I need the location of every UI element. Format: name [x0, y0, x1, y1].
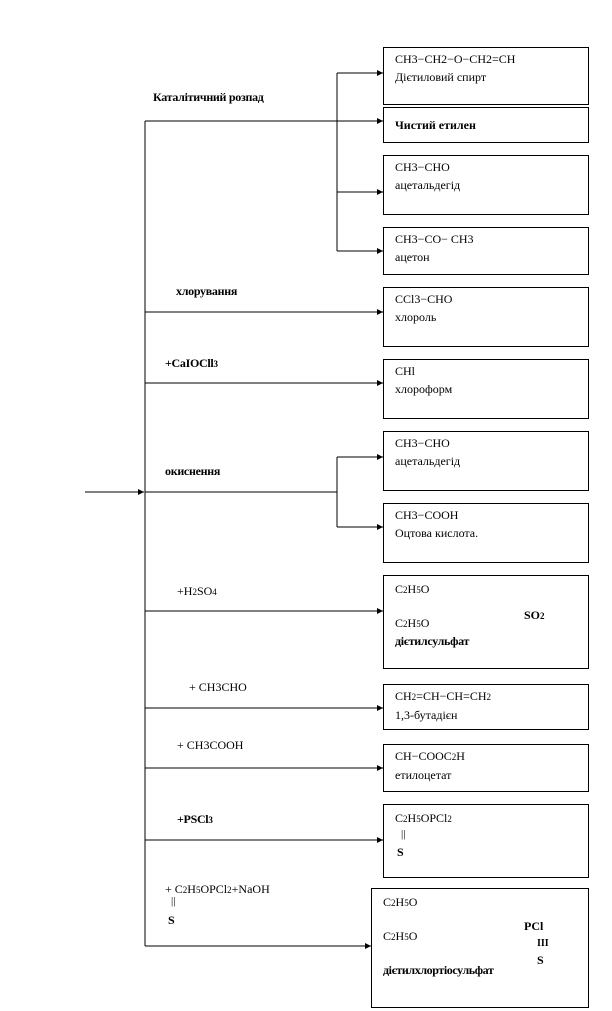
product-box-diethyl-ether: CH3−CH2−O−CH2=CH Дієтиловий спирт — [383, 47, 589, 105]
product-formula-r1: C2H5O — [395, 582, 430, 596]
product-box-diethyl-chlorothiosulfate: C2H5O C2H5O PCl III S дієтилхлортіосульф… — [371, 888, 589, 1008]
product-name: дієтилсульфат — [395, 634, 470, 648]
label-catalytic-decomposition: Каталітичний розпад — [153, 90, 264, 104]
label-oxidation: окиснення — [165, 464, 221, 478]
product-box-diethyl-sulfate: C2H5O C2H5O SO2 дієтилсульфат — [383, 575, 589, 669]
product-bond: || — [401, 828, 406, 840]
product-name: етилоцетат — [395, 768, 452, 782]
product-formula-so2: SO2 — [524, 608, 545, 622]
product-box-ethylene: Чистий етилен — [383, 107, 589, 143]
label-ch3cooh: + CH3COOH — [177, 738, 244, 752]
product-triple-bond: III — [537, 938, 549, 949]
product-box-ethyl-acetate: CH−COOC2H етилоцетат — [383, 744, 589, 792]
product-name: ацетон — [395, 250, 430, 264]
product-formula: CH3−CO− CH3 — [395, 232, 474, 246]
product-formula: CH3−CHO — [395, 436, 450, 450]
product-name: Дієтиловий спирт — [395, 70, 487, 84]
product-formula-r1: C2H5O — [383, 895, 418, 909]
final-reagent-s: S — [168, 913, 175, 927]
label-ch3cho: + CH3CHO — [189, 680, 247, 694]
product-name: дієтилхлортіосульфат — [383, 963, 494, 977]
product-name: хлороформ — [395, 382, 453, 396]
product-formula-r2: C2H5O — [383, 929, 418, 943]
label-pscl: +PSCl3 — [177, 812, 213, 826]
product-name: Оцтова кислота. — [395, 526, 479, 540]
final-reagent-bond: || — [171, 895, 176, 907]
product-formula: CHl — [395, 364, 416, 378]
product-box-thiophosphate: C2H5OPCl2 || S — [383, 804, 589, 878]
product-box-acetone: CH3−CO− CH3 ацетон — [383, 227, 589, 275]
product-name: ацетальдегід — [395, 178, 461, 192]
product-s: S — [397, 845, 404, 859]
product-formula: CH3−CH2−O−CH2=CH — [395, 52, 516, 66]
product-formula: CH3−COOH — [395, 508, 459, 522]
product-box-acetaldehyde-1: CH3−CHO ацетальдегід — [383, 155, 589, 215]
product-formula-r2: C2H5O — [395, 616, 430, 630]
product-formula: CH3−CHO — [395, 160, 450, 174]
product-formula: C2H5OPCl2 — [395, 811, 452, 825]
product-name: ацетальдегід — [395, 454, 461, 468]
product-name: 1,3-бутадієн — [395, 708, 458, 722]
product-box-chloral: CCl3−CHO хлороль — [383, 287, 589, 347]
product-box-acetaldehyde-2: CH3−CHO ацетальдегід — [383, 431, 589, 491]
product-box-butadiene: CH2=CH−CH=CH2 1,3-бутадієн — [383, 684, 589, 730]
product-formula: CH−COOC2H — [395, 749, 465, 763]
product-name: хлороль — [395, 310, 437, 324]
product-s: S — [537, 953, 544, 967]
label-chlorination: хлорування — [176, 284, 238, 298]
product-box-acetic-acid: CH3−COOH Оцтова кислота. — [383, 503, 589, 563]
product-name: Чистий етилен — [395, 118, 476, 132]
product-box-chloroform: CHl хлороформ — [383, 359, 589, 419]
label-final-reagent: + C2H5OPCl2+NaOH — [165, 882, 270, 896]
product-pcl: PCl — [524, 919, 544, 933]
product-formula: CH2=CH−CH=CH2 — [395, 689, 491, 703]
product-formula: CCl3−CHO — [395, 292, 453, 306]
label-caocl: +CaIOCll3 — [165, 356, 218, 370]
label-h2so4: +H2SO4 — [177, 584, 217, 598]
